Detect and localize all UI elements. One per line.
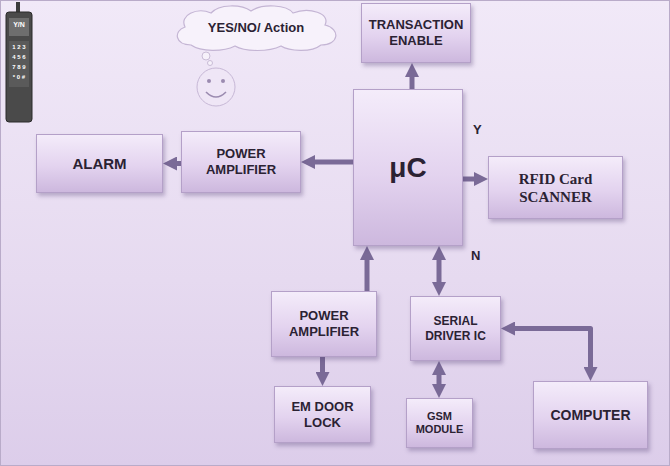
node-text: GSM MODULE xyxy=(413,410,466,436)
keypad-row: 7 8 9 xyxy=(6,64,32,71)
process-box: EM DOOR LOCK xyxy=(274,386,371,443)
signal-arrow xyxy=(463,177,474,182)
process-box: TRANSACTION ENABLE xyxy=(361,3,471,63)
node-text: SERIAL DRIVER IC xyxy=(417,314,494,343)
node-text: YES/NO/ Action xyxy=(208,20,304,36)
node-text: POWER AMPLIFIER xyxy=(278,308,370,339)
signal-arrow xyxy=(437,260,442,282)
process-box: RFID Card SCANNER xyxy=(488,156,623,219)
process-box: POWER AMPLIFIER xyxy=(181,131,301,193)
signal-arrow xyxy=(437,375,442,384)
mobile-phone xyxy=(6,2,32,122)
signal-arrow xyxy=(365,260,370,291)
keypad-row: * 0 # xyxy=(6,74,32,81)
phone-screen-text: Y/N xyxy=(6,21,32,29)
node-text: RFID Card SCANNER xyxy=(495,170,616,206)
node-text: TRANSACTION ENABLE xyxy=(368,17,464,48)
node-text: COMPUTER xyxy=(550,407,630,424)
process-box: ALARM xyxy=(36,134,163,193)
node-text: ALARM xyxy=(72,155,126,173)
process-box: POWER AMPLIFIER xyxy=(271,291,377,357)
branch-label: Y xyxy=(473,123,482,137)
thought-cloud: YES/NO/ Action xyxy=(171,5,341,51)
microcontroller-box: μC xyxy=(353,89,463,246)
process-box: SERIAL DRIVER IC xyxy=(410,296,501,361)
node-text: EM DOOR LOCK xyxy=(281,399,364,430)
keypad-row: 4 5 6 xyxy=(6,54,32,61)
signal-arrow xyxy=(320,357,325,372)
keypad-row: 1 2 3 xyxy=(6,44,32,51)
process-box: GSM MODULE xyxy=(406,398,473,448)
signal-arrow xyxy=(515,329,591,368)
branch-label: N xyxy=(471,249,480,263)
cloud-outline xyxy=(177,6,336,51)
node-text: POWER AMPLIFIER xyxy=(188,146,294,177)
smiley-face xyxy=(197,68,235,106)
node-text: μC xyxy=(389,151,426,185)
signal-arrow xyxy=(315,160,353,165)
signal-arrow xyxy=(410,77,415,89)
thought-bubbles xyxy=(202,52,213,66)
process-box: COMPUTER xyxy=(533,381,648,449)
